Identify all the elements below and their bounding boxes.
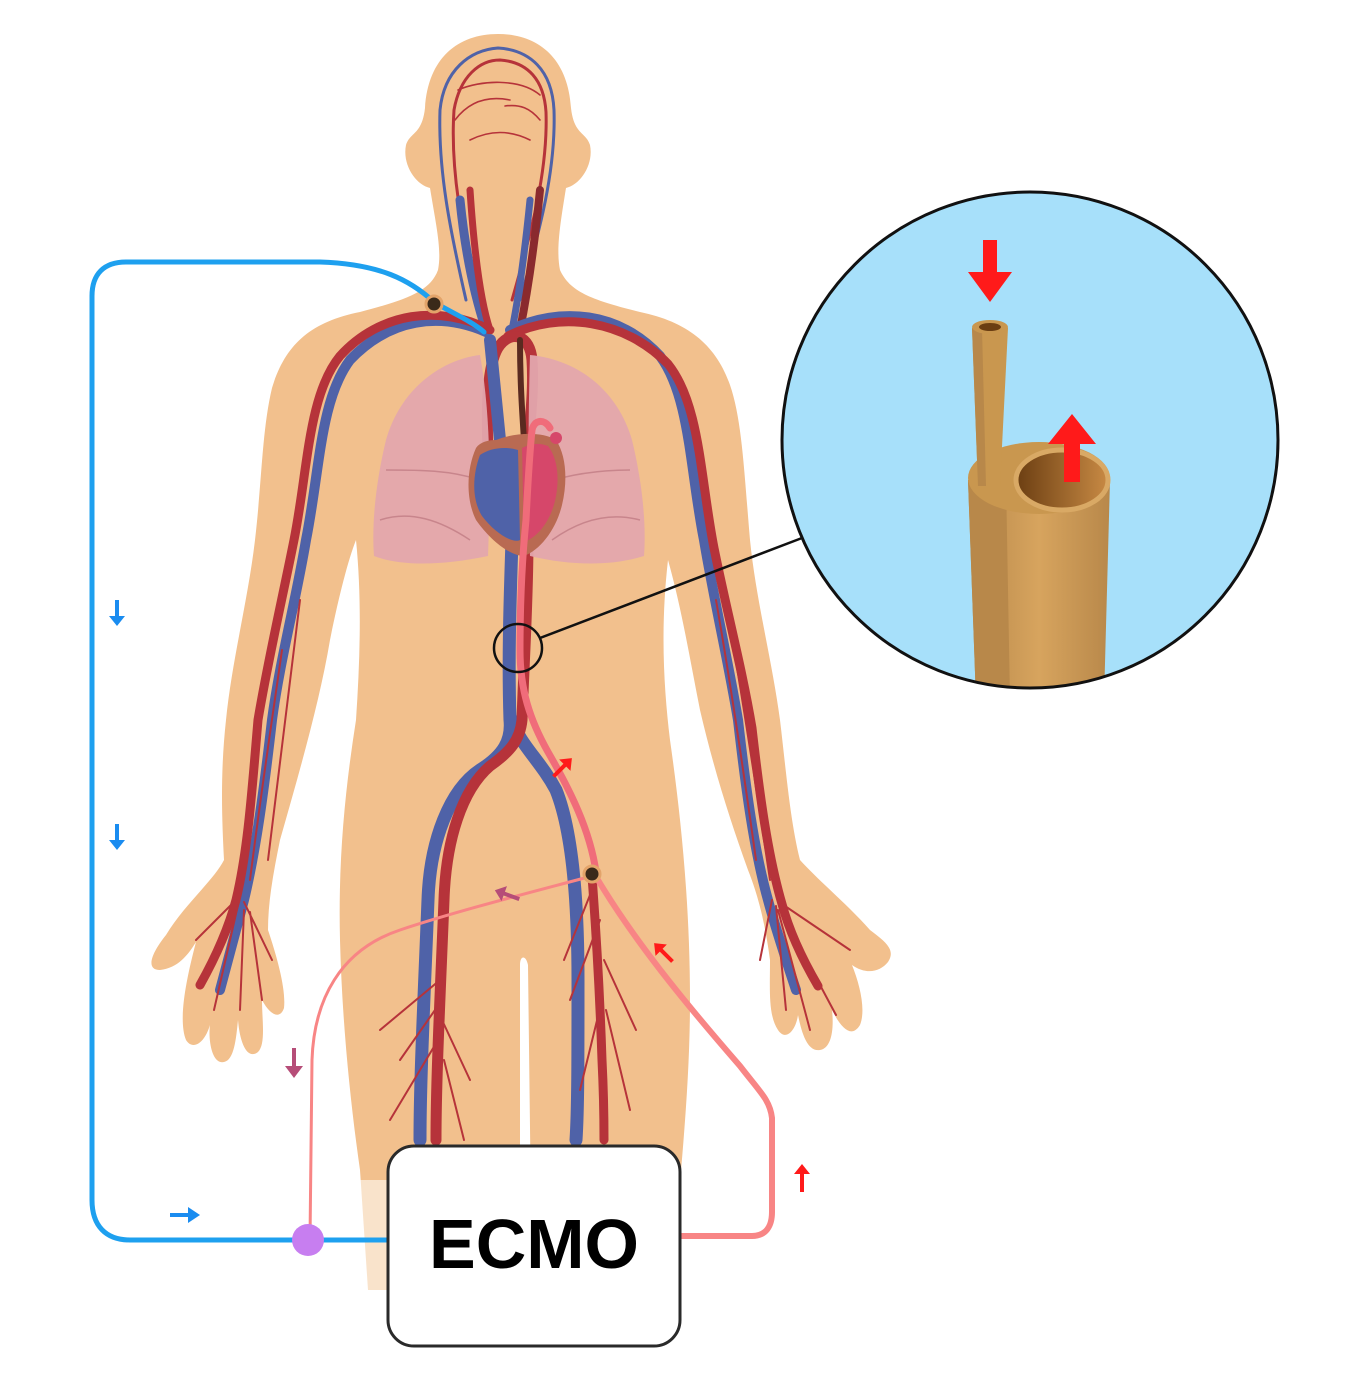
- carotid-right: [516, 186, 544, 334]
- descending-aorta: [430, 534, 534, 1146]
- head-artery-branches: [454, 81, 541, 141]
- heart-right-side: [474, 447, 520, 541]
- vessel-opening: [1016, 450, 1108, 510]
- arrow-icon: [494, 886, 520, 902]
- left-lung: [373, 355, 490, 564]
- arrow-icon: [285, 1048, 303, 1078]
- jugular-vein: [455, 195, 491, 335]
- right-iliac-vein: [505, 713, 585, 1147]
- arrow-icon: [109, 600, 125, 626]
- heart-septum: [520, 447, 523, 541]
- carotid-left: [466, 186, 494, 334]
- thoracic-vessel-dark: [517, 337, 527, 443]
- ecmo-aortic-flow: [516, 418, 600, 876]
- left-arm-vein: [215, 316, 491, 995]
- neck-cannula-ring: [424, 294, 444, 314]
- vessel-shade: [968, 480, 1010, 688]
- cannula-tube-shade: [972, 328, 986, 486]
- arrow-icon: [1048, 414, 1096, 482]
- oxygenated-return-line: [595, 877, 775, 1239]
- ecmo-label: ECMO: [429, 1205, 639, 1283]
- flow-arrows: [109, 600, 810, 1223]
- arrow-icon: [968, 240, 1012, 302]
- femoral-cannula-site: [585, 867, 599, 881]
- neck-cannula-site: [427, 297, 441, 311]
- arrow-icon: [654, 943, 674, 963]
- head-vein: [438, 46, 556, 302]
- arrow-icon: [170, 1207, 200, 1223]
- ecmo-box: [386, 1144, 682, 1348]
- neck-vein-right: [508, 196, 534, 334]
- magnifier-target-circle: [492, 622, 544, 674]
- inset-background: [782, 192, 1278, 688]
- blood-vessels: [195, 46, 851, 1147]
- cannula-inset: [780, 190, 1280, 690]
- arrow-icon: [109, 824, 125, 850]
- left-hand-branches: [195, 599, 301, 1011]
- right-leg-branches: [563, 879, 637, 1141]
- lung-fissures: [379, 469, 641, 541]
- arch-junction: [550, 432, 562, 444]
- circuit-junction: [292, 1224, 324, 1256]
- femoral-cannula-ring: [582, 864, 602, 884]
- arrow-icon: [552, 758, 572, 778]
- left-leg-branches: [379, 979, 471, 1141]
- ecmo-circuit: [89, 259, 775, 1256]
- inset-border: [780, 190, 1280, 690]
- inferior-vena-cava: [413, 533, 519, 1147]
- vessel-opening-edge: [1013, 447, 1111, 513]
- arrow-icon: [794, 1164, 810, 1192]
- right-hand-branches: [715, 599, 851, 1031]
- cannula-hole: [979, 323, 1001, 331]
- mixed-return-line: [308, 874, 594, 1242]
- ecmo-machine: ECMO: [386, 1144, 682, 1348]
- magnifier-connector: [539, 536, 803, 640]
- right-femoral-artery: [587, 871, 609, 1145]
